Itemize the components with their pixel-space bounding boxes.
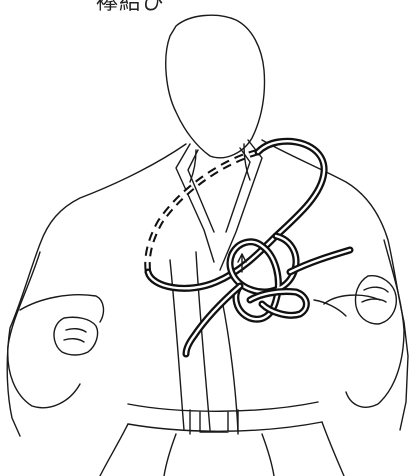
cord-end-left — [186, 286, 240, 354]
head-outline — [166, 15, 265, 158]
arrow-marker-right — [314, 300, 346, 316]
obi-belt — [128, 402, 322, 434]
left-sleeve — [8, 252, 104, 408]
hakama-lower — [100, 422, 344, 476]
left-hand — [54, 317, 98, 355]
right-hand — [356, 276, 397, 324]
right-sleeve — [324, 240, 404, 407]
